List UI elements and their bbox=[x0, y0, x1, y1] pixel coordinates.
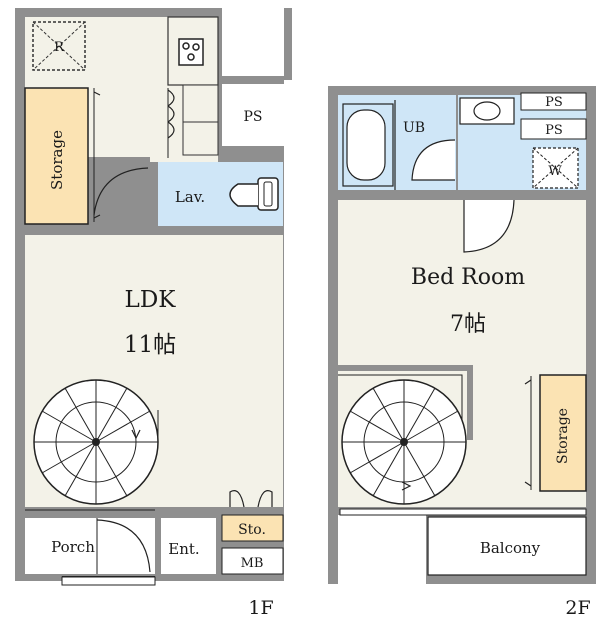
kitchen-floor-extension bbox=[150, 152, 218, 162]
lavatory-label: Lav. bbox=[175, 188, 205, 206]
toilet-icon bbox=[229, 177, 279, 211]
kitchen-fold-door bbox=[167, 89, 175, 139]
balcony-window bbox=[339, 508, 587, 516]
floor-1-exterior-edge bbox=[284, 8, 295, 581]
pipe-space-1f bbox=[222, 84, 284, 146]
bedroom-size: 7帖 bbox=[450, 312, 486, 337]
entrance-label: Ent. bbox=[168, 540, 199, 558]
spiral-staircase-1f bbox=[33, 379, 159, 505]
kitchen-cabinet bbox=[182, 84, 219, 156]
unit-bath-label: UB bbox=[403, 120, 425, 136]
ldk-size: 11帖 bbox=[124, 332, 176, 358]
floor-2-label: 2F bbox=[565, 597, 590, 619]
meter-box bbox=[221, 547, 284, 575]
balcony bbox=[427, 516, 587, 576]
porch-label: Porch bbox=[51, 538, 95, 556]
pipe-space-2f-2 bbox=[520, 118, 587, 140]
storage-1f-label: Storage bbox=[48, 130, 66, 190]
bathtub-icon bbox=[342, 103, 394, 187]
porch bbox=[25, 518, 155, 574]
meter-box-label: MB bbox=[241, 556, 264, 571]
pipe-space-2f-2-label: PS bbox=[545, 123, 563, 138]
storage-1f bbox=[24, 87, 89, 225]
floor-2: UB PS PS W Bed Room 7帖 bbox=[328, 86, 596, 619]
shoe-storage-doors bbox=[229, 490, 273, 508]
shoe-storage bbox=[221, 514, 284, 542]
entrance bbox=[161, 518, 216, 574]
bath-door-swing bbox=[411, 139, 456, 181]
floor-1-notch-wall bbox=[284, 8, 292, 80]
balcony-label: Balcony bbox=[480, 539, 541, 557]
refrigerator-label: R bbox=[54, 40, 65, 55]
spiral-staircase-2f bbox=[341, 379, 467, 505]
pipe-space-1f-label: PS bbox=[243, 109, 262, 125]
sink-icon bbox=[459, 97, 515, 125]
floor-1: R PS Storage Lav. bbox=[15, 8, 295, 619]
stove-icon bbox=[178, 38, 204, 66]
bedroom-label: Bed Room bbox=[411, 265, 525, 290]
pipe-space-2f-1-label: PS bbox=[545, 95, 563, 110]
stair-railing bbox=[338, 365, 473, 440]
storage-2f-label: Storage bbox=[555, 408, 571, 464]
shoe-storage-label: Sto. bbox=[238, 522, 266, 538]
refrigerator-icon: R bbox=[32, 21, 86, 71]
balcony-gap bbox=[338, 515, 426, 584]
floor-1-exterior-notch bbox=[222, 8, 284, 76]
washing-machine-icon: W bbox=[532, 147, 579, 189]
washing-machine-label: W bbox=[548, 164, 562, 179]
storage-2f bbox=[539, 374, 587, 492]
pipe-space-2f-1 bbox=[520, 92, 587, 111]
storage-door-swing bbox=[93, 167, 149, 216]
ldk-label: LDK bbox=[125, 287, 177, 313]
floor-1-label: 1F bbox=[248, 597, 273, 619]
bedroom-door-swing bbox=[463, 199, 515, 253]
entrance-door-swing bbox=[96, 519, 151, 573]
